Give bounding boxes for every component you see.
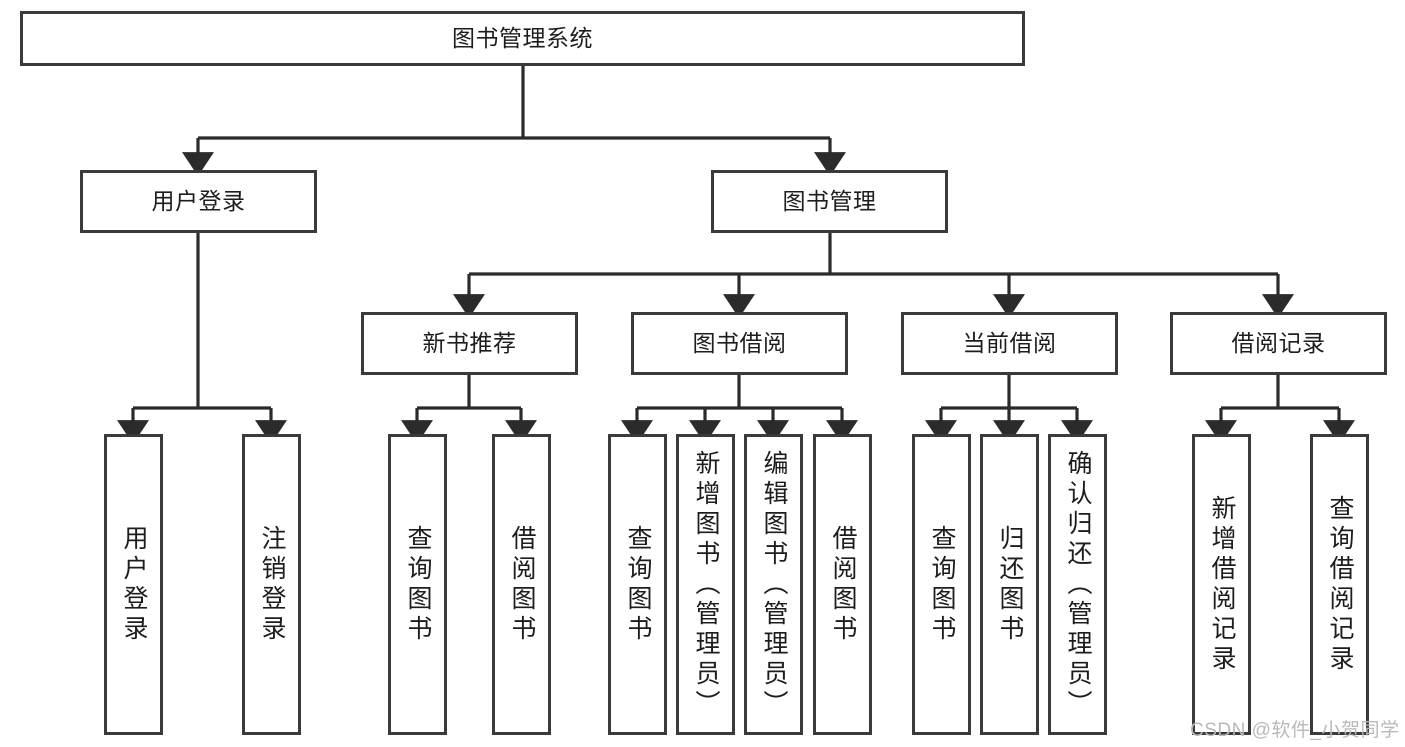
node-label: 归还图书 [996, 524, 1024, 645]
node-label: 新书推荐 [422, 329, 517, 356]
node-user-login[interactable]: 用户登录 [80, 170, 317, 233]
leaf-logout-login[interactable]: 注销登录 [242, 434, 301, 735]
leaf-return-book[interactable]: 归还图书 [980, 434, 1039, 735]
leaf-add-borrow-record[interactable]: 新增借阅记录 [1192, 434, 1251, 735]
node-label: 借阅图书 [508, 524, 536, 645]
leaf-edit-book-admin[interactable]: 编辑图书（管理员） [744, 434, 803, 735]
node-label: 查询图书 [404, 524, 432, 645]
node-borrow-record[interactable]: 借阅记录 [1170, 312, 1387, 375]
node-label: 新增图书（管理员） [692, 449, 720, 720]
node-current-borrow[interactable]: 当前借阅 [901, 312, 1118, 375]
leaf-query-borrow-record[interactable]: 查询借阅记录 [1310, 434, 1369, 735]
leaf-query-book-borrow[interactable]: 查询图书 [608, 434, 667, 735]
node-book-management[interactable]: 图书管理 [711, 170, 948, 233]
node-label: 图书借阅 [692, 329, 787, 356]
leaf-query-book-recommend[interactable]: 查询图书 [388, 434, 447, 735]
node-label: 用户登录 [120, 524, 148, 645]
node-label: 编辑图书（管理员） [760, 449, 788, 720]
leaf-user-login[interactable]: 用户登录 [104, 434, 163, 735]
leaf-confirm-return-admin[interactable]: 确认归还（管理员） [1048, 434, 1107, 735]
node-label: 用户登录 [151, 187, 246, 214]
node-new-book-recommend[interactable]: 新书推荐 [361, 312, 578, 375]
node-label: 查询图书 [928, 524, 956, 645]
node-label: 图书管理 [782, 187, 877, 214]
node-root-book-management-system[interactable]: 图书管理系统 [20, 11, 1025, 66]
node-label: 图书管理系统 [452, 24, 593, 51]
leaf-borrow-book-recommend[interactable]: 借阅图书 [492, 434, 551, 735]
node-book-borrow[interactable]: 图书借阅 [631, 312, 848, 375]
leaf-borrow-book-borrow[interactable]: 借阅图书 [813, 434, 872, 735]
node-label: 查询图书 [624, 524, 652, 645]
node-label: 注销登录 [258, 524, 286, 645]
leaf-add-book-admin[interactable]: 新增图书（管理员） [676, 434, 735, 735]
node-label: 借阅记录 [1231, 329, 1326, 356]
node-label: 当前借阅 [962, 329, 1057, 356]
watermark: CSDN @软件_小贺同学 [1190, 720, 1400, 741]
node-label: 确认归还（管理员） [1064, 449, 1092, 720]
node-label: 查询借阅记录 [1326, 494, 1354, 675]
node-label: 新增借阅记录 [1208, 494, 1236, 675]
leaf-query-book-current[interactable]: 查询图书 [912, 434, 971, 735]
node-label: 借阅图书 [829, 524, 857, 645]
